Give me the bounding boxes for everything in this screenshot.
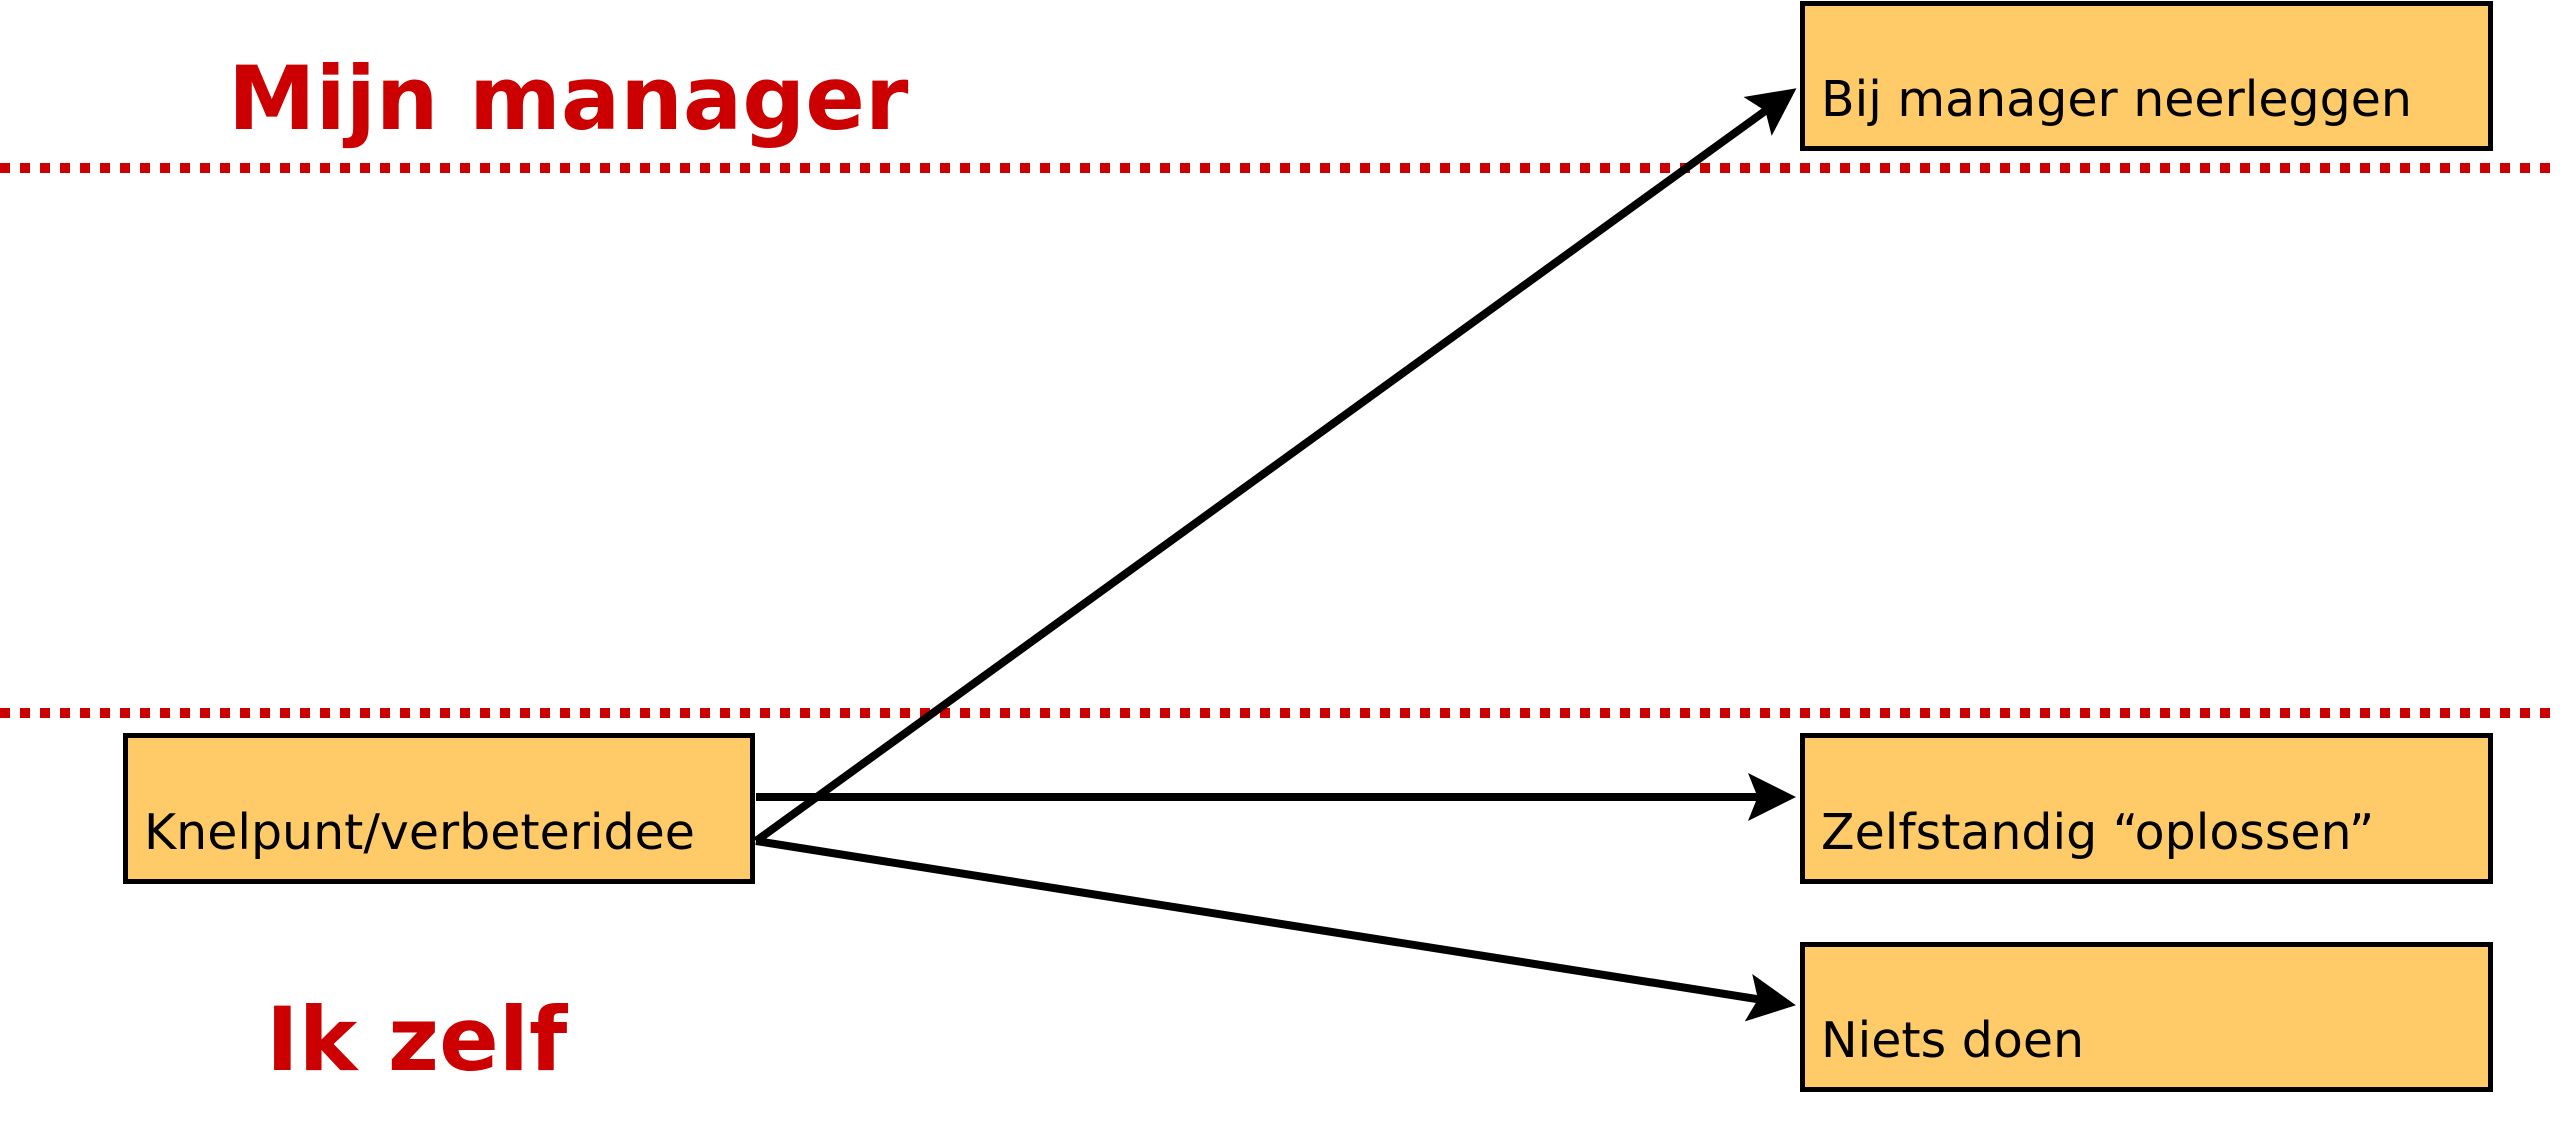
box-zelfstandig-oplossen: Zelfstandig “oplossen” (1800, 733, 2493, 884)
box-label: Zelfstandig “oplossen” (1821, 804, 2375, 861)
lane-label-self: Ik zelf (266, 988, 568, 1091)
box-label: Niets doen (1821, 1012, 2085, 1069)
lane-divider-top (0, 163, 2560, 173)
box-niets-doen: Niets doen (1800, 942, 2493, 1092)
arrow-to-manager (753, 88, 1797, 845)
arrow-to-nothing (755, 837, 1796, 1022)
box-knelpunt-verbeteridee: Knelpunt/verbeteridee (123, 733, 755, 884)
box-label: Knelpunt/verbeteridee (144, 804, 695, 861)
lane-label-manager: Mijn manager (228, 47, 909, 150)
box-label: Bij manager neerleggen (1821, 71, 2412, 128)
box-bij-manager-neerleggen: Bij manager neerleggen (1800, 1, 2493, 151)
lane-divider-bottom (0, 708, 2560, 718)
